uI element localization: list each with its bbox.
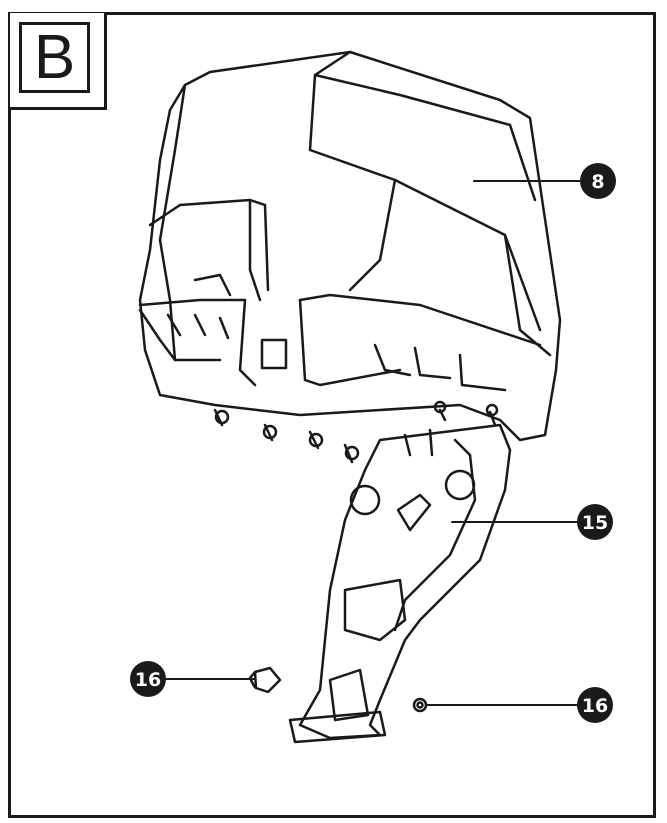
- leader-lines: [165, 180, 581, 706]
- housing-part: [138, 50, 562, 464]
- mounting-bracket-part: [288, 423, 512, 744]
- callout-8-label: 8: [591, 171, 604, 193]
- callout-8: 8: [580, 163, 616, 199]
- nut-part: [412, 697, 428, 713]
- callout-16-nut: 16: [577, 687, 613, 723]
- diagram-frame: [8, 12, 656, 818]
- panel-label-box: B: [10, 13, 107, 110]
- callout-15: 15: [577, 504, 613, 540]
- screw-part: [248, 666, 282, 694]
- callout-16-screw-label: 16: [135, 669, 161, 691]
- callout-16-screw: 16: [130, 661, 166, 697]
- callout-16-nut-label: 16: [582, 695, 608, 717]
- callout-15-label: 15: [582, 512, 608, 534]
- panel-label: B: [19, 22, 90, 93]
